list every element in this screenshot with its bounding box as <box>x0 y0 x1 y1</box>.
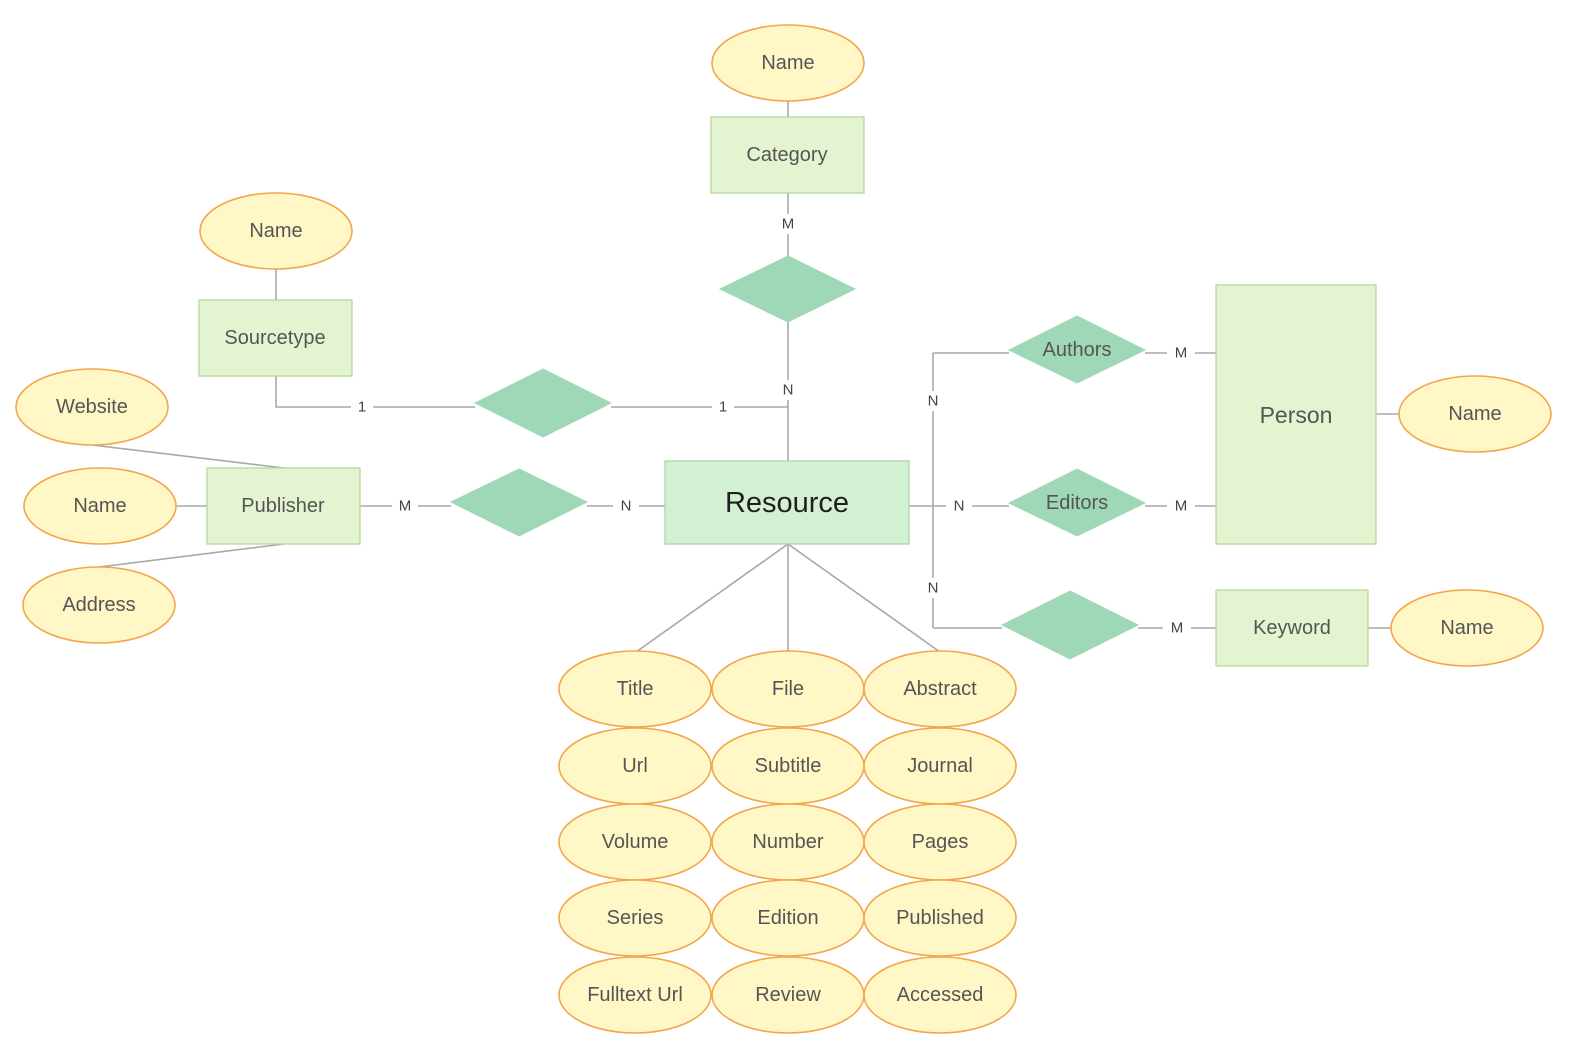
card-editors-n: N <box>954 498 965 515</box>
resource-attribute-label: Series <box>607 907 664 929</box>
sourcetype-entity: Sourcetype <box>198 299 353 377</box>
resource-attribute-label: Pages <box>912 831 969 853</box>
authors-relationship-diamond <box>1007 315 1147 384</box>
keyword-entity: Keyword <box>1215 589 1369 667</box>
resource-attribute: Title <box>558 650 712 728</box>
authors-label: Authors <box>1043 339 1112 361</box>
keyword-label: Keyword <box>1253 617 1331 639</box>
person-label: Person <box>1260 402 1333 428</box>
resource-attribute: Review <box>711 956 865 1034</box>
resource-attribute: Published <box>863 879 1017 957</box>
resource-attribute: Journal <box>863 727 1017 805</box>
category-name-label: Name <box>761 52 814 74</box>
card-authors-m: M <box>1175 345 1188 362</box>
relationships: Authors Editors <box>449 255 1147 660</box>
resource-attribute: Volume <box>558 803 712 881</box>
card-sourcetype-1: 1 <box>358 399 366 416</box>
card-publisher-resource-n: N <box>621 498 632 515</box>
resource-attribute-label: Title <box>616 678 653 700</box>
sourcetype-name-attribute: Name <box>199 192 353 270</box>
resource-attribute: Fulltext Url <box>558 956 712 1034</box>
resource-label: Resource <box>725 487 849 519</box>
person-name-attribute: Name <box>1398 375 1552 453</box>
keyword-relationship-diamond <box>1000 590 1140 660</box>
resource-attribute: Number <box>711 803 865 881</box>
card-category-resource-n: N <box>783 382 794 399</box>
keyword-name-label: Name <box>1440 617 1493 639</box>
resource-attribute-label: Journal <box>907 755 973 777</box>
resource-attribute-label: Abstract <box>903 678 977 700</box>
publisher-relationship-diamond <box>449 468 589 537</box>
card-publisher-m: M <box>399 498 412 515</box>
publisher-address-label: Address <box>62 594 135 616</box>
publisher-address-attribute: Address <box>22 566 176 644</box>
editors-relationship-diamond <box>1007 468 1147 537</box>
resource-attribute: File <box>711 650 865 728</box>
resource-entity: Resource <box>664 460 910 545</box>
resource-attribute: Url <box>558 727 712 805</box>
entities: Category Sourcetype Publisher Resource P… <box>198 116 1377 667</box>
resource-attribute: Series <box>558 879 712 957</box>
publisher-website-attribute: Website <box>15 368 169 446</box>
editors-label: Editors <box>1046 492 1108 514</box>
publisher-website-label: Website <box>56 396 128 418</box>
publisher-name-attribute: Name <box>23 467 177 545</box>
sourcetype-label: Sourcetype <box>224 327 325 349</box>
publisher-entity: Publisher <box>206 467 361 545</box>
resource-attribute-label: Review <box>755 984 821 1006</box>
resource-attributes: Title File Abstract Url Subtitle Journal… <box>558 650 1017 1034</box>
card-category-m: M <box>782 216 795 233</box>
resource-attribute-label: Published <box>896 907 984 929</box>
person-entity: Person <box>1215 284 1377 545</box>
publisher-name-label: Name <box>73 495 126 517</box>
resource-attribute-label: Subtitle <box>755 755 822 777</box>
sourcetype-relationship-diamond <box>473 368 613 438</box>
publisher-label: Publisher <box>241 495 325 517</box>
category-name-attribute: Name <box>711 24 865 102</box>
resource-attribute-label: File <box>772 678 804 700</box>
resource-attribute-label: Accessed <box>897 984 984 1006</box>
resource-attribute: Pages <box>863 803 1017 881</box>
resource-attribute: Edition <box>711 879 865 957</box>
category-entity: Category <box>710 116 865 194</box>
card-keyword-n: N <box>928 580 939 597</box>
sourcetype-name-label: Name <box>249 220 302 242</box>
card-keyword-m: M <box>1171 620 1184 637</box>
card-editors-m: M <box>1175 498 1188 515</box>
card-sourcetype-resource-1: 1 <box>719 399 727 416</box>
cardinality-labels: M N 1 1 M N N M N M N M <box>351 214 1195 638</box>
attributes: Name Name Website Name Address Name Name <box>15 24 1552 1034</box>
resource-attribute: Subtitle <box>711 727 865 805</box>
resource-attribute-label: Number <box>752 831 823 853</box>
resource-attribute-label: Edition <box>757 907 818 929</box>
resource-attribute-label: Url <box>622 755 648 777</box>
resource-attribute: Accessed <box>863 956 1017 1034</box>
resource-attribute: Abstract <box>863 650 1017 728</box>
resource-attribute-label: Volume <box>602 831 669 853</box>
resource-attribute-label: Fulltext Url <box>587 984 683 1006</box>
category-relationship-diamond <box>718 255 857 323</box>
person-name-label: Name <box>1448 403 1501 425</box>
category-label: Category <box>746 144 827 166</box>
card-authors-n: N <box>928 393 939 410</box>
keyword-name-attribute: Name <box>1390 589 1544 667</box>
